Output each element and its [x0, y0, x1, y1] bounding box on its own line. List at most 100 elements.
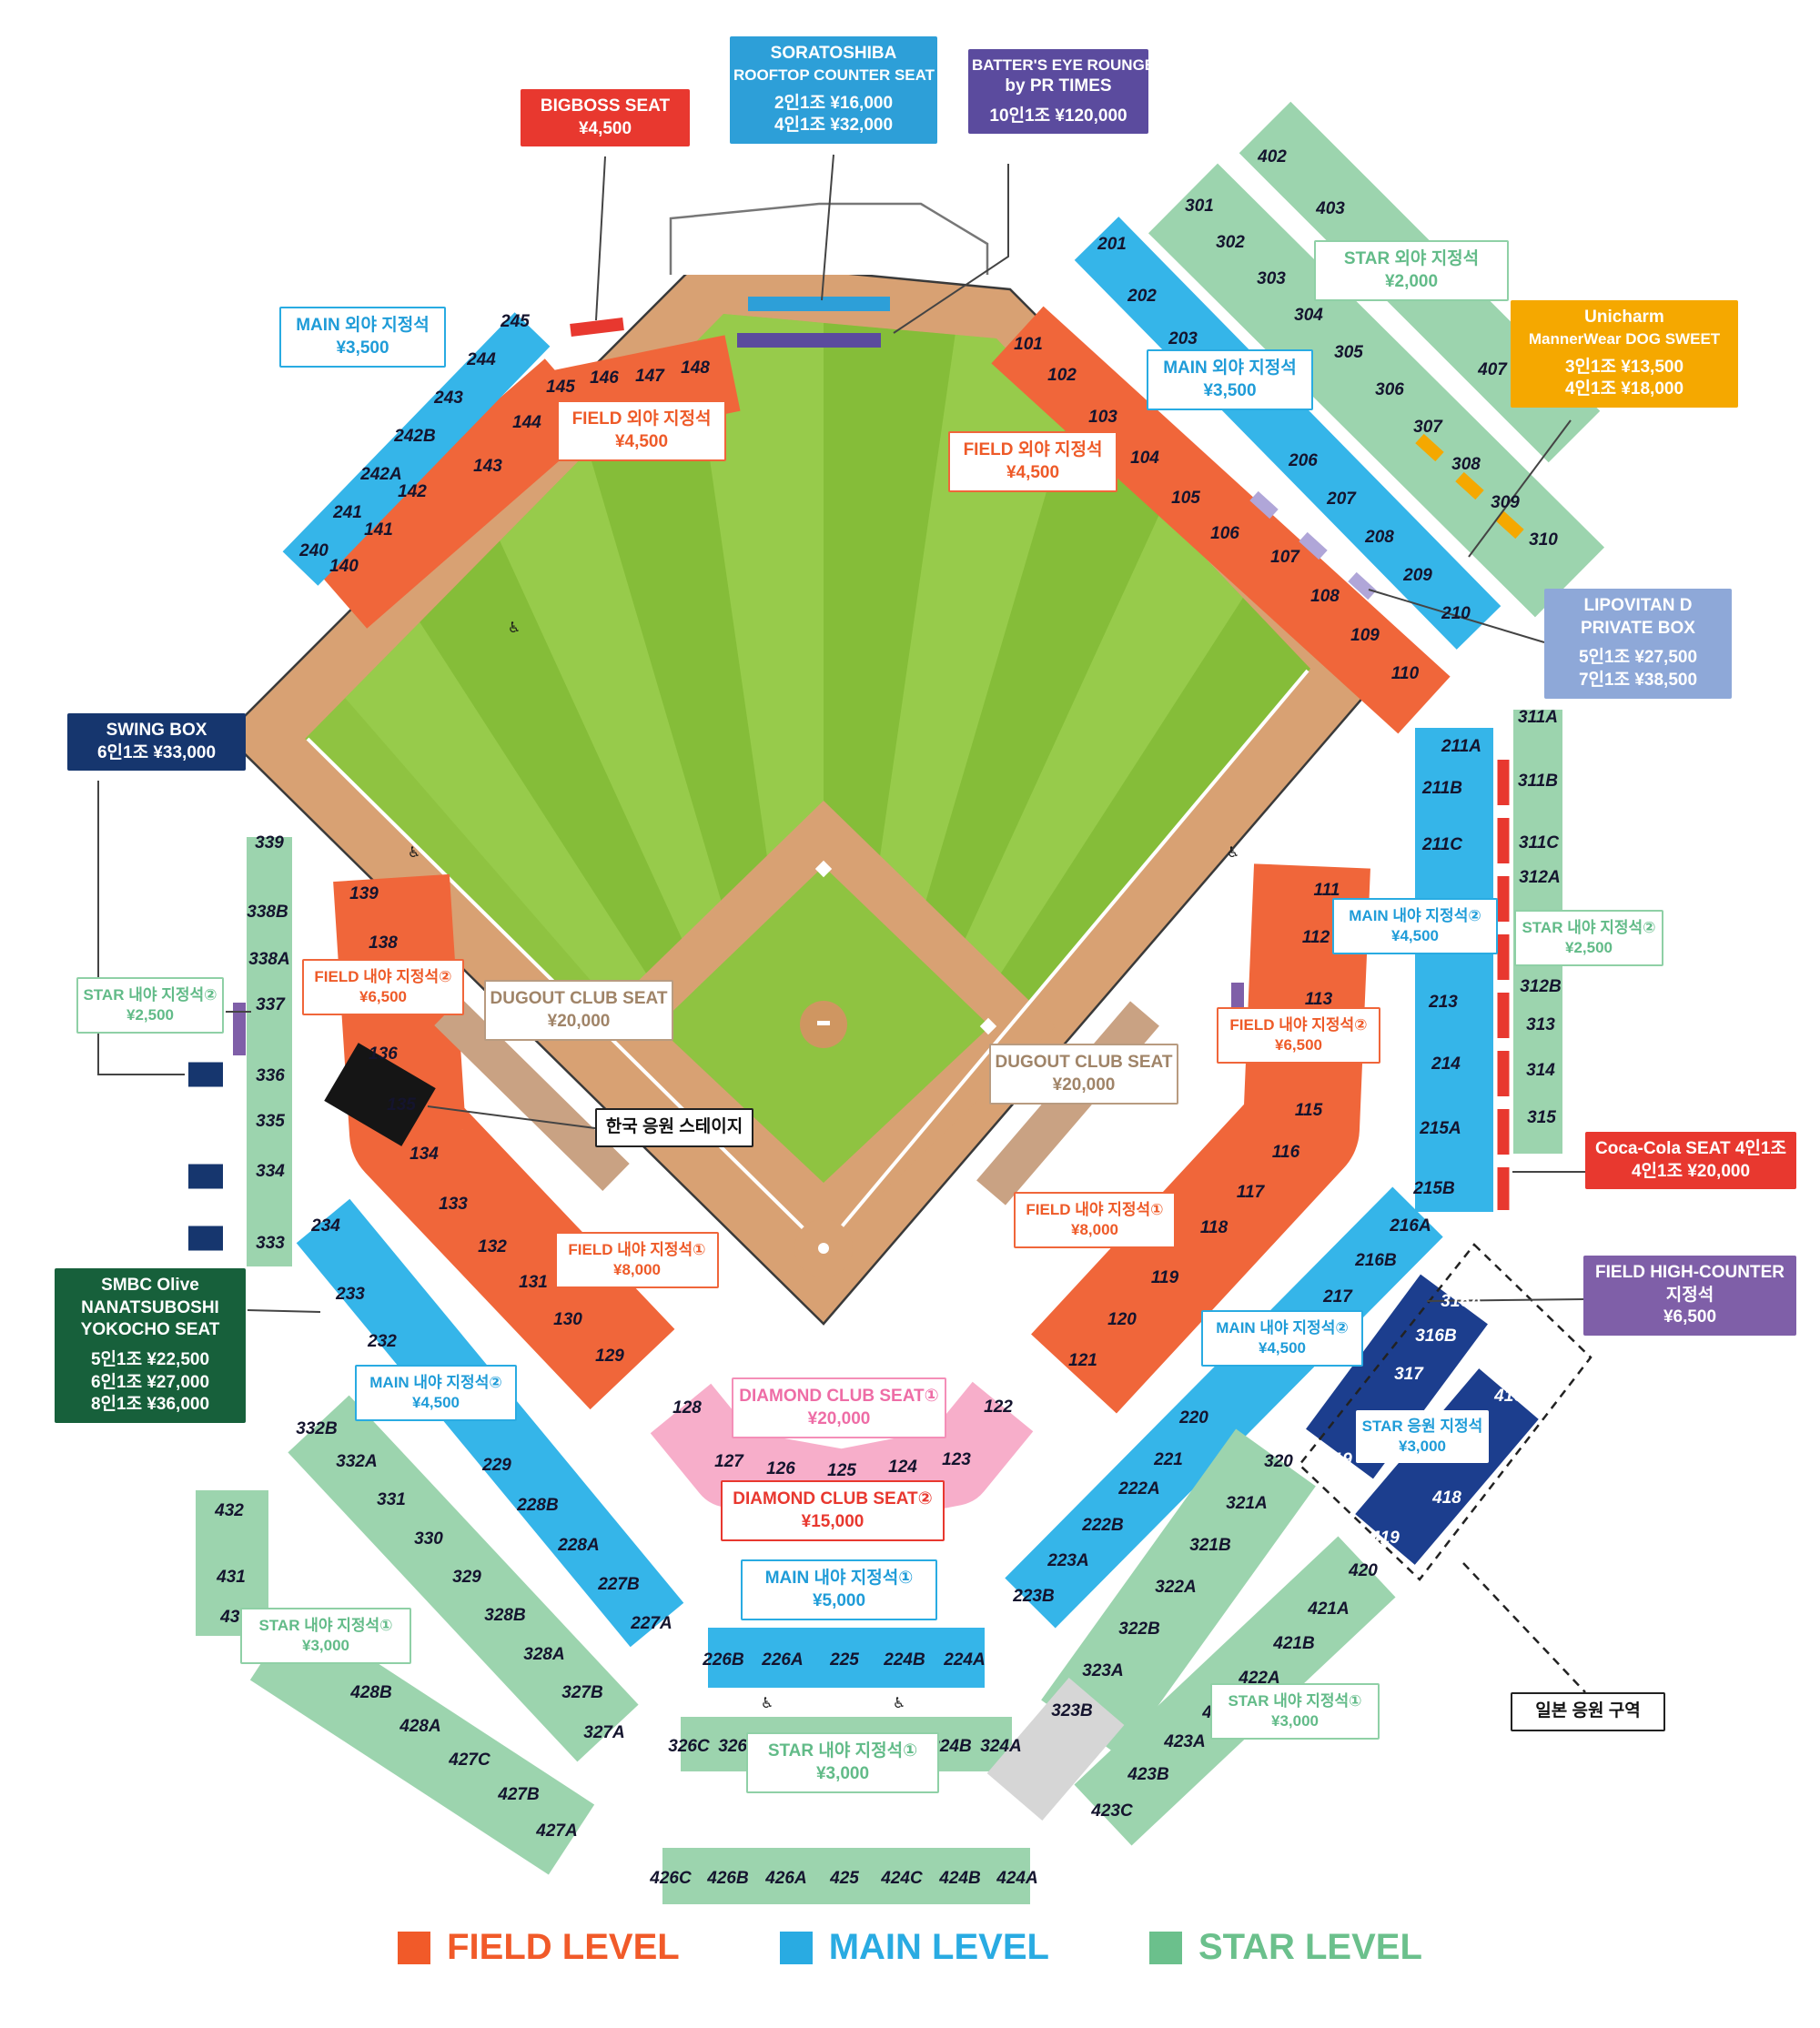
label-title: MAIN 내야 지정석②: [369, 1374, 502, 1391]
band-field-outfield-left-upper[interactable]: [309, 358, 602, 629]
section-327B: 327B: [561, 1683, 603, 1702]
section-228A: 228A: [557, 1536, 599, 1555]
band-main-outfield-left[interactable]: [282, 312, 551, 586]
label-title: DIAMOND CLUB SEAT②: [733, 1489, 933, 1508]
section-101: 101: [1014, 335, 1043, 354]
section-426B: 426B: [706, 1869, 749, 1888]
section-147: 147: [635, 367, 665, 386]
band-field-outfield-right[interactable]: [991, 306, 1451, 734]
section-221: 221: [1153, 1450, 1183, 1469]
section-144: 144: [512, 413, 541, 432]
section-332A: 332A: [336, 1452, 377, 1471]
first-base: [979, 1017, 997, 1035]
label-unicharm: Unicharm MannerWear DOG SWEET 3인1조 ¥13,5…: [1511, 300, 1738, 409]
section-335: 335: [256, 1112, 285, 1131]
section-312A: 312A: [1519, 868, 1560, 887]
section-339: 339: [255, 833, 284, 853]
label-star-inner1-right: STAR 내야 지정석① ¥3,000: [1210, 1683, 1380, 1740]
section-122: 122: [984, 1397, 1013, 1417]
label-batters-eye: BATTER'S EYE ROUNGE by PR TIMES 10인1조 ¥1…: [968, 49, 1155, 135]
section-132: 132: [478, 1237, 507, 1256]
label-japan-zone: 일본 응원 구역: [1511, 1692, 1665, 1731]
section-225: 225: [829, 1650, 859, 1670]
unicharm-box-2[interactable]: [1455, 471, 1484, 500]
second-base: [814, 860, 833, 878]
section-427C: 427C: [448, 1751, 490, 1770]
label-main-inner2-rightcol: MAIN 내야 지정석② ¥4,500: [1332, 898, 1498, 955]
unicharm-box-1[interactable]: [1415, 433, 1444, 462]
closed-gray-band[interactable]: [986, 1677, 1125, 1821]
section-241: 241: [332, 503, 362, 522]
section-418: 418: [1431, 1488, 1461, 1508]
section-223B: 223B: [1012, 1587, 1055, 1606]
label-price: 7인1조 ¥38,500: [1578, 671, 1698, 691]
section-324B: 324B: [930, 1737, 972, 1756]
lipovitan-box-4[interactable]: [1348, 571, 1377, 600]
band-main-outfield-right[interactable]: [1074, 217, 1502, 650]
section-127: 127: [714, 1452, 744, 1471]
section-202: 202: [1127, 287, 1157, 306]
section-119: 119: [1151, 1268, 1179, 1287]
section-326C: 326C: [668, 1737, 710, 1756]
section-305: 305: [1334, 343, 1363, 362]
section-332B: 332B: [296, 1419, 338, 1438]
section-226B: 226B: [702, 1650, 744, 1670]
section-306: 306: [1375, 380, 1404, 399]
dugout-club-left[interactable]: [434, 998, 630, 1191]
section-232: 232: [367, 1332, 397, 1351]
section-421B: 421B: [1272, 1634, 1315, 1653]
label-price: ¥3,000: [815, 1763, 870, 1783]
section-311A: 311A: [1518, 708, 1558, 727]
section-424A: 424A: [996, 1869, 1037, 1888]
label-coca-cola: Coca-Cola SEAT 4인1조 4인1조 ¥20,000: [1585, 1132, 1796, 1190]
label-star-inner1-left: STAR 내야 지정석① ¥3,000: [240, 1608, 411, 1665]
label-price: ¥5,000: [812, 1590, 866, 1610]
label-field-outfield-left: FIELD 외야 지정석 ¥4,500: [557, 400, 726, 462]
section-431: 431: [216, 1568, 246, 1587]
leader-smbc: [247, 1309, 321, 1313]
section-422A: 422A: [1238, 1669, 1279, 1688]
legend-swatch-main: [779, 1931, 813, 1964]
band-field-infield-right[interactable]: [1031, 863, 1370, 1414]
section-327A: 327A: [583, 1723, 624, 1742]
section-428A: 428A: [399, 1717, 440, 1736]
label-title: NANATSUBOSHI: [81, 1297, 219, 1317]
korea-cheer-stage[interactable]: [324, 1043, 436, 1146]
legend-label-main: MAIN LEVEL: [828, 1927, 1049, 1967]
section-309: 309: [1491, 493, 1520, 512]
section-426A: 426A: [764, 1869, 806, 1888]
section-423C: 423C: [1090, 1801, 1133, 1821]
section-113: 113: [1305, 990, 1333, 1009]
label-title: FIELD 외야 지정석: [963, 440, 1103, 459]
section-118: 118: [1200, 1218, 1228, 1237]
band-main-infield-left[interactable]: [296, 1198, 684, 1648]
section-311C: 311C: [1519, 833, 1559, 853]
lipovitan-box-2[interactable]: [1249, 490, 1279, 520]
lipovitan-box-3[interactable]: [1299, 531, 1328, 560]
section-126: 126: [766, 1459, 795, 1478]
section-427B: 427B: [497, 1785, 540, 1804]
label-title: FIELD 외야 지정석: [571, 409, 712, 429]
band-main-infield-right[interactable]: [1005, 1186, 1443, 1629]
label-title: PRIVATE BOX: [1581, 618, 1695, 638]
band-star-bottom-left-inner[interactable]: [288, 1395, 639, 1762]
bigboss-seat-bar[interactable]: [570, 318, 624, 337]
label-main-outfield-left: MAIN 외야 지정석 ¥3,500: [279, 307, 446, 368]
band-star-bottom-left-outer-d[interactable]: [249, 1609, 595, 1875]
section-227A: 227A: [630, 1614, 672, 1633]
leader-soratoshiba: [821, 154, 834, 301]
grass-stripe: [305, 314, 824, 1245]
section-109: 109: [1350, 626, 1380, 645]
section-312B: 312B: [1520, 977, 1562, 996]
label-title: MAIN 내야 지정석②: [1349, 907, 1481, 924]
label-bigboss-seat: BIGBOSS SEAT ¥4,500: [521, 89, 690, 147]
label-title: SMBC Olive: [101, 1276, 199, 1295]
section-215A: 215A: [1419, 1119, 1461, 1138]
band-star-bottom-right-inner[interactable]: [1041, 1428, 1316, 1758]
wheelchair-icon: ♿: [761, 1694, 774, 1711]
section-224B: 224B: [883, 1650, 925, 1670]
label-title: FIELD 내야 지정석①: [568, 1241, 706, 1258]
unicharm-box-3[interactable]: [1495, 510, 1524, 540]
leader-bigboss: [595, 156, 606, 321]
